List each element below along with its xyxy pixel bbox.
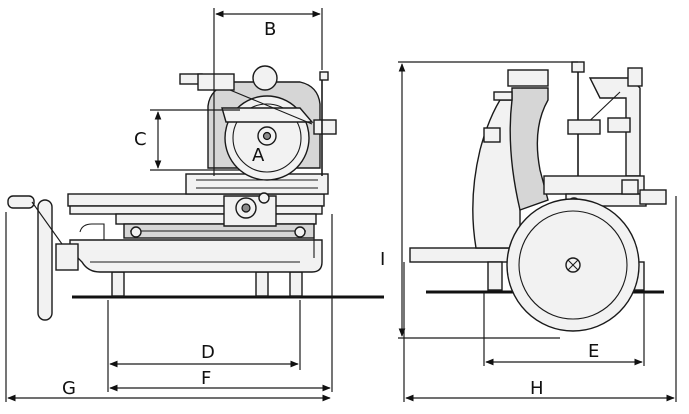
label-d: D	[201, 342, 215, 363]
label-b: B	[264, 19, 276, 40]
label-g: G	[62, 378, 76, 399]
side-view-handwheel	[7, 195, 63, 321]
side-view-feet	[111, 271, 303, 297]
label-e: E	[588, 341, 599, 362]
side-view-carriage	[67, 173, 329, 239]
side-view-dimensions	[5, 8, 333, 402]
side-view-blade-assembly	[179, 65, 337, 181]
side-view: A B C D F G	[5, 8, 384, 402]
front-view-column	[472, 61, 585, 249]
label-i: I	[380, 249, 385, 270]
label-a: A	[252, 145, 265, 166]
front-view: E H I	[380, 61, 677, 402]
front-view-wheel	[506, 198, 640, 332]
label-f: F	[201, 368, 211, 389]
label-c: C	[134, 129, 147, 150]
front-view-arm	[567, 67, 643, 177]
label-h: H	[530, 378, 544, 399]
front-view-dimensions	[398, 61, 677, 402]
side-view-base	[55, 223, 323, 273]
